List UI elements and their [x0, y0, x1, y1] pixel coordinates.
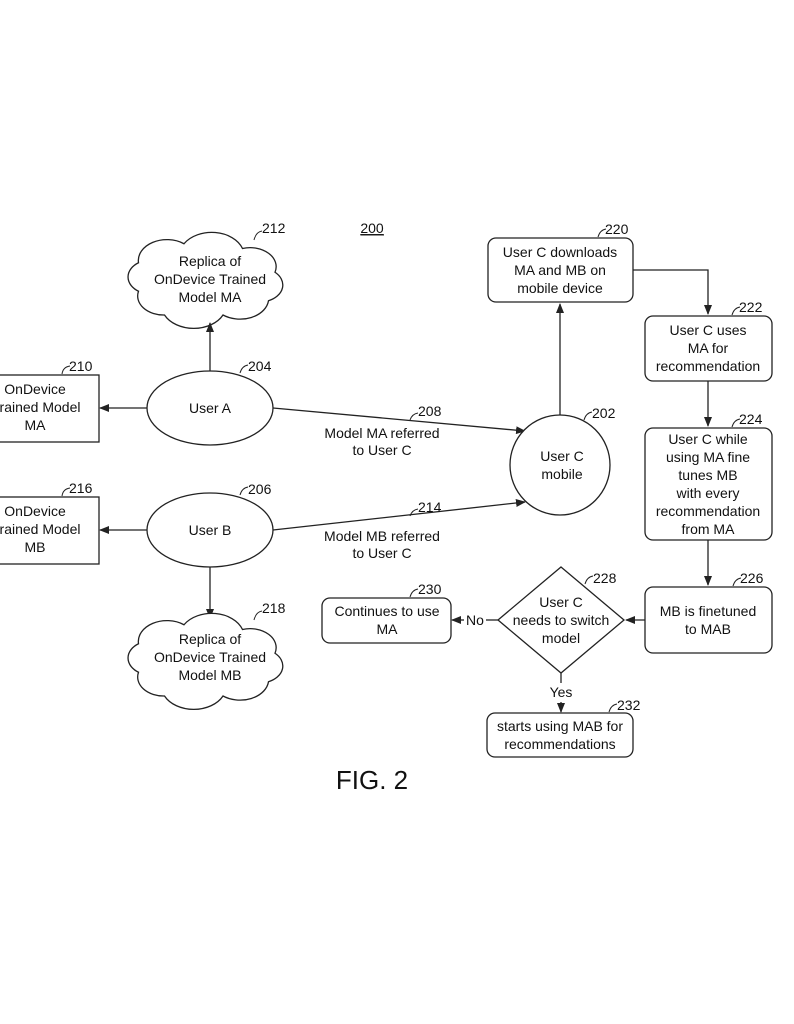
ref-202: 202: [592, 405, 616, 421]
finetunes-line: with every: [675, 485, 739, 501]
ref-210: 210: [69, 358, 93, 374]
model-ma-box: [0, 374, 100, 443]
ref-208: 208: [418, 403, 442, 419]
ref-leader: [731, 418, 741, 428]
ref-leader: [253, 230, 263, 241]
finetunes-line: from MA: [682, 521, 736, 537]
finetunes-line: using MA fine: [666, 449, 750, 465]
arrow-download-to-uses: [633, 269, 712, 315]
continue-ma-line: Continues to use: [334, 603, 439, 619]
replica-mb-line: Model MB: [178, 667, 241, 683]
mb-referral-line: to User C: [352, 545, 411, 561]
finetuned-line: MB is finetuned: [660, 603, 757, 619]
ref-leader: [584, 575, 594, 585]
ref-leader: [61, 487, 71, 497]
uses-ma-line: recommendation: [656, 358, 760, 374]
finetuned-box: [644, 586, 773, 654]
model-mb-box: [0, 496, 100, 565]
replica-ma-cloud: Replica of OnDevice Trained Model MA: [128, 232, 283, 328]
user-c-line: User C: [540, 448, 584, 464]
ref-216: 216: [69, 480, 93, 496]
ref-leader: [61, 365, 71, 375]
ref-224: 224: [739, 411, 763, 427]
ref-232: 232: [617, 697, 641, 713]
finetuned-line: to MAB: [685, 621, 731, 637]
start-mab-line: recommendations: [504, 736, 615, 752]
decision-line: User C: [539, 594, 583, 610]
uses-ma-line: MA for: [688, 340, 729, 356]
ref-leader: [253, 610, 263, 621]
ref-218: 218: [262, 600, 286, 616]
user-c-circle: [509, 414, 611, 516]
start-mab-box: [486, 712, 634, 758]
arrow-ma-referral: [272, 407, 526, 435]
ref-212: 212: [262, 220, 286, 236]
ref-leader: [732, 577, 742, 587]
ref-leader: [608, 703, 618, 713]
ref-204: 204: [248, 358, 272, 374]
model-ma-line: OnDevice: [4, 381, 66, 397]
continue-ma-line: MA: [377, 621, 399, 637]
ref-leader: [239, 364, 249, 374]
decision-line: needs to switch: [513, 612, 610, 628]
ref-226: 226: [740, 570, 764, 586]
decision-line: model: [542, 630, 580, 646]
ref-leader: [409, 508, 419, 517]
ref-leader: [583, 411, 593, 421]
replica-ma-line: Model MA: [178, 289, 242, 305]
download-line: User C downloads: [503, 244, 617, 260]
replica-mb-cloud: Replica of OnDevice Trained Model MB: [128, 613, 283, 709]
figure-number: 200: [360, 220, 384, 236]
ref-220: 220: [605, 221, 629, 237]
ref-222: 222: [739, 299, 763, 315]
model-ma-line: rained Model: [0, 399, 80, 415]
mb-referral-line: Model MB referred: [324, 528, 440, 544]
ref-230: 230: [418, 581, 442, 597]
uses-ma-line: User C uses: [669, 322, 746, 338]
user-a-label: User A: [189, 400, 232, 416]
ma-referral-line: Model MA referred: [324, 425, 439, 441]
ref-214: 214: [418, 499, 442, 515]
start-mab-line: starts using MAB for: [497, 718, 623, 734]
replica-mb-line: OnDevice Trained: [154, 649, 266, 665]
user-b-label: User B: [189, 522, 232, 538]
figure-caption: FIG. 2: [336, 765, 408, 795]
download-line: MA and MB on: [514, 262, 606, 278]
ref-leader: [597, 228, 607, 238]
download-line: mobile device: [517, 280, 603, 296]
model-mb-line: rained Model: [0, 521, 80, 537]
finetunes-line: tunes MB: [678, 467, 737, 483]
ma-referral-line: to User C: [352, 442, 411, 458]
ref-leader: [731, 306, 741, 316]
no-label: No: [466, 612, 484, 628]
finetunes-line: User C while: [668, 431, 748, 447]
ref-228: 228: [593, 570, 617, 586]
yes-label: Yes: [550, 684, 573, 700]
model-mb-line: OnDevice: [4, 503, 66, 519]
ref-leader: [239, 486, 249, 496]
ref-leader: [409, 588, 419, 598]
ref-leader: [409, 412, 419, 421]
user-c-line: mobile: [541, 466, 582, 482]
replica-ma-line: OnDevice Trained: [154, 271, 266, 287]
arrow-mb-referral: [272, 499, 526, 531]
continue-ma-box: [321, 597, 452, 644]
model-ma-line: MA: [25, 417, 47, 433]
ref-206: 206: [248, 481, 272, 497]
replica-mb-line: Replica of: [179, 631, 241, 647]
finetunes-line: recommendation: [656, 503, 760, 519]
replica-ma-line: Replica of: [179, 253, 241, 269]
model-mb-line: MB: [25, 539, 46, 555]
